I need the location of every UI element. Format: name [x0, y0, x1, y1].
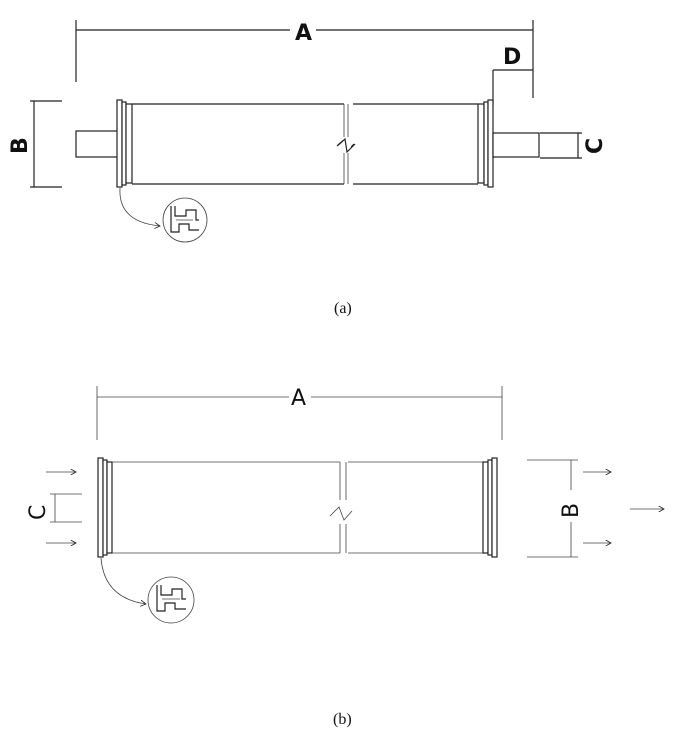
seal-detail-circle [162, 197, 208, 243]
dimension-c-line [540, 132, 582, 159]
detail-leader-arrow [119, 187, 160, 226]
caption-a: (a) [334, 300, 352, 317]
left-end-cap-b [97, 457, 113, 558]
dimension-d-line [492, 69, 533, 105]
label-b: B [8, 137, 33, 154]
figure-a: A D B C [8, 18, 608, 243]
label-c: C [583, 138, 608, 154]
dimension-b-line-b [527, 459, 578, 558]
right-product-tube [492, 132, 540, 158]
left-end-cap [116, 99, 133, 188]
right-end-cap [477, 99, 494, 188]
feed-inlet-arrows [46, 472, 76, 543]
label-b-b: B [559, 503, 584, 518]
membrane-body-b [112, 461, 483, 554]
label-c-b: C [26, 505, 51, 520]
membrane-body [132, 103, 478, 185]
seal-detail-circle-b [147, 576, 195, 624]
dimension-c-line-b [50, 493, 82, 523]
detail-leader-arrow-b [100, 557, 146, 604]
dimension-b-line [30, 100, 62, 188]
label-d: D [503, 45, 521, 70]
label-a: A [295, 21, 312, 46]
right-end-cap-b [482, 457, 498, 558]
figure-b: A C [26, 384, 664, 624]
outlet-arrows [583, 472, 664, 543]
left-product-tube [75, 130, 119, 158]
label-a-b: A [291, 386, 306, 411]
caption-b: (b) [333, 711, 352, 728]
